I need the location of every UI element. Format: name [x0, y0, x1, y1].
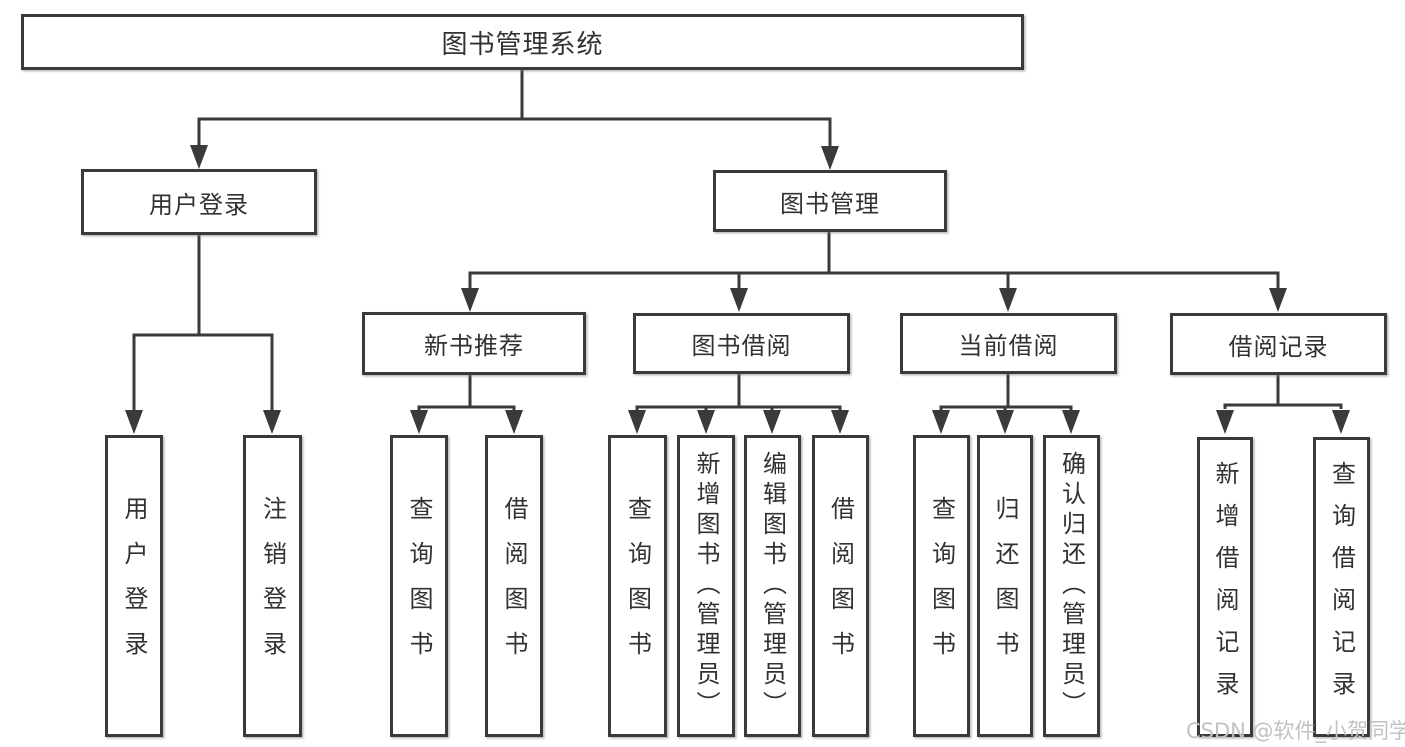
- arrow-down-icon: [1332, 410, 1350, 434]
- leaf-currentborrow-query: 查询图书: [913, 435, 970, 737]
- arrowheads: [125, 145, 1350, 434]
- arrow-down-icon: [1216, 410, 1234, 434]
- edge-newbook-to-leaves: [417, 375, 516, 411]
- leaf-currentborrow-return: 归还图书: [977, 435, 1033, 737]
- arrow-down-icon: [999, 288, 1017, 312]
- leaf-bookborrow-borrow: 借阅图书: [812, 435, 869, 737]
- node-book-management: 图书管理: [713, 170, 947, 232]
- node-root-system: 图书管理系统: [21, 14, 1024, 70]
- leaf-currentborrow-confirm-admin: 确认归还（管理员）: [1043, 435, 1100, 737]
- watermark: CSDN @软件_小贺同学: [1186, 719, 1405, 743]
- arrow-down-icon: [821, 146, 839, 170]
- arrow-down-icon: [932, 410, 950, 434]
- arrow-down-icon: [1062, 410, 1080, 434]
- edge-bookborrow-to-leaves: [635, 374, 842, 411]
- arrow-down-icon: [263, 410, 281, 434]
- arrow-down-icon: [125, 410, 143, 434]
- arrow-down-icon: [763, 410, 781, 434]
- edge-root-to-level2: [197, 69, 832, 148]
- node-book-borrow: 图书借阅: [633, 313, 850, 374]
- node-current-borrow: 当前借阅: [900, 313, 1117, 374]
- arrow-down-icon: [410, 410, 428, 434]
- leaf-user-login: 用户登录: [105, 435, 163, 737]
- arrow-down-icon: [831, 410, 849, 434]
- node-borrow-record: 借阅记录: [1170, 313, 1387, 375]
- leaf-bookborrow-query: 查询图书: [608, 435, 667, 737]
- edge-borrowrecord-to-leaves: [1223, 375, 1343, 409]
- arrow-down-icon: [1269, 288, 1287, 312]
- leaf-bookborrow-edit-admin: 编辑图书（管理员）: [744, 435, 801, 737]
- leaf-bookborrow-add-admin: 新增图书（管理员）: [677, 435, 735, 737]
- arrow-down-icon: [505, 410, 523, 434]
- arrow-down-icon: [628, 410, 646, 434]
- edge-bookmgmt-to-level3: [468, 232, 1280, 290]
- leaf-newbook-borrow: 借阅图书: [485, 435, 543, 737]
- arrow-down-icon: [190, 145, 208, 169]
- edge-currentborrow-to-leaves: [939, 374, 1073, 411]
- arrow-down-icon: [996, 410, 1014, 434]
- edge-userlogin-to-leaves: [132, 235, 274, 412]
- leaf-logout: 注销登录: [243, 435, 302, 737]
- leaf-record-add: 新增借阅记录: [1197, 437, 1253, 737]
- leaf-record-query: 查询借阅记录: [1313, 437, 1370, 737]
- arrow-down-icon: [730, 288, 748, 312]
- arrow-down-icon: [461, 288, 479, 312]
- leaf-newbook-query: 查询图书: [390, 435, 448, 737]
- arrow-down-icon: [697, 410, 715, 434]
- node-user-login: 用户登录: [81, 169, 317, 235]
- node-new-book-recommend: 新书推荐: [362, 312, 586, 375]
